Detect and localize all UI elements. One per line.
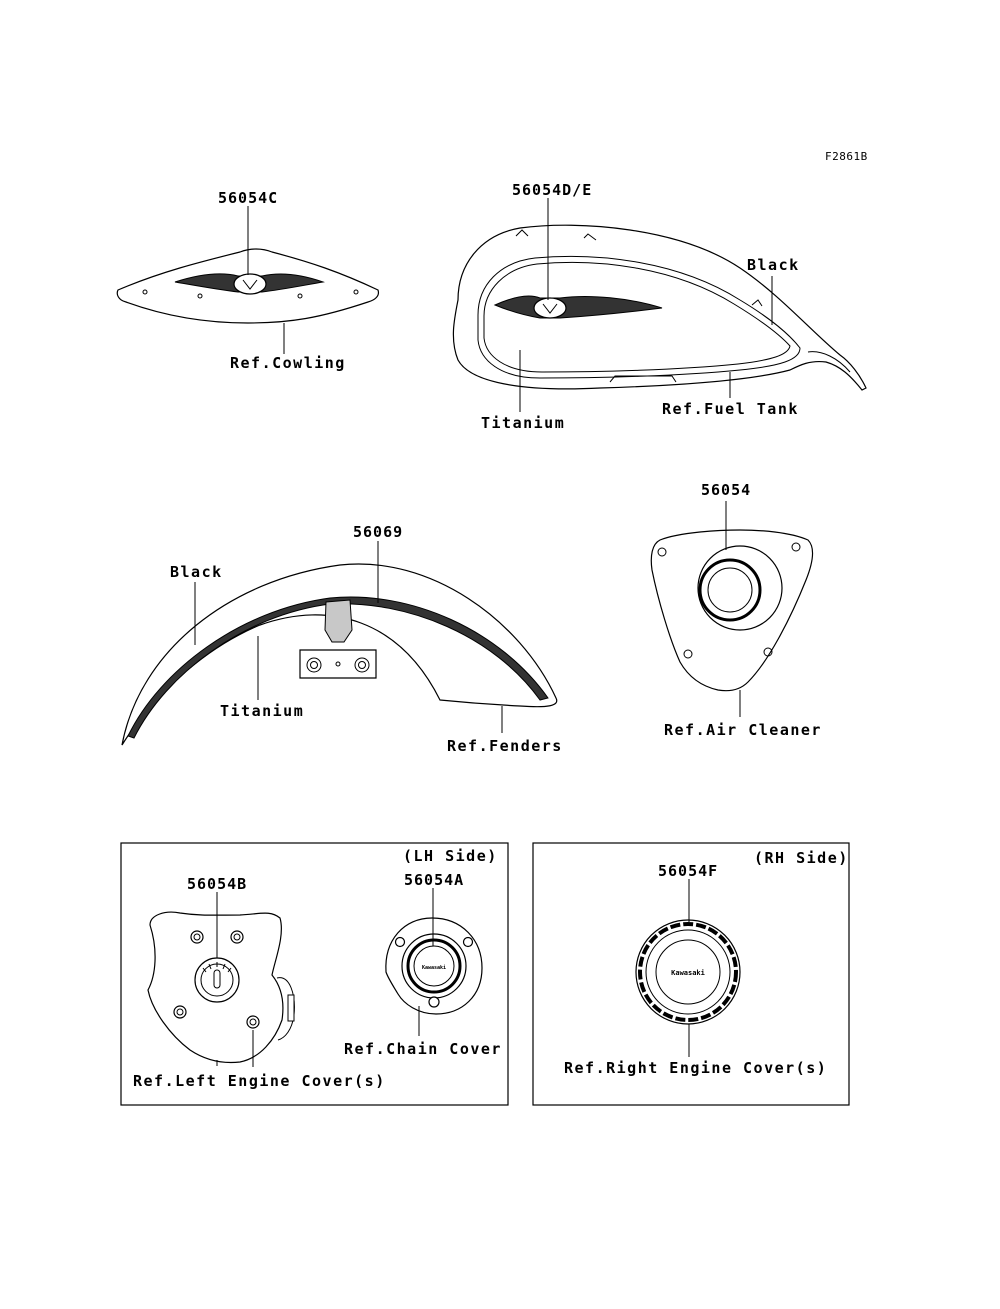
chain-cover-brand-text: Kawasaki	[422, 965, 446, 971]
left-engine-cover-part-number: 56054B	[187, 875, 247, 893]
cowling-part-number: 56054C	[218, 189, 278, 207]
cowling-ref-label: Ref.Cowling	[230, 354, 346, 372]
right-engine-cover-part-number: 56054F	[658, 862, 718, 880]
fuel-tank-v-logo-icon	[542, 303, 558, 314]
figure-code: F2861B	[825, 150, 868, 163]
chain-cover-part-number: 56054A	[404, 871, 464, 889]
fender-bracket	[299, 649, 377, 679]
fuel-tank-emblem-badge	[533, 297, 567, 319]
air-cleaner-group: 56054 Ref.Air Cleaner	[650, 481, 822, 739]
fender-center-insert	[324, 599, 353, 643]
cowling-emblem-badge	[233, 273, 267, 295]
air-cleaner-part-number: 56054	[701, 481, 751, 499]
air-cleaner-ref-label: Ref.Air Cleaner	[664, 721, 822, 739]
cowling-group: 56054C Ref.Cowling	[116, 189, 380, 372]
fender-black-label: Black	[170, 563, 223, 581]
lh-side-label: (LH Side)	[403, 847, 498, 865]
fuel-tank-part-number: 56054D/E	[512, 181, 592, 199]
right-engine-cover-brand-text: Kawasaki	[671, 969, 705, 977]
fender-group: 56069 Black Titanium Ref.Fenders	[121, 523, 563, 755]
fuel-tank-panel-inner	[483, 261, 791, 373]
fender-part-number: 56069	[353, 523, 403, 541]
fuel-tank-ref-label: Ref.Fuel Tank	[662, 400, 799, 418]
fender-shape	[121, 563, 558, 746]
fuel-tank-group: 56054D/E Black Titanium Ref.Fuel Tank	[452, 181, 867, 432]
chain-cover-ref-label: Ref.Chain Cover	[344, 1040, 502, 1058]
fender-ref-label: Ref.Fenders	[447, 737, 563, 755]
cowling-v-logo-icon	[242, 279, 258, 290]
left-engine-cover-ref-label: Ref.Left Engine Cover(s)	[133, 1072, 386, 1090]
rh-side-box: (RH Side) Kawasaki 56054F Ref.Right Engi…	[532, 842, 850, 1106]
rh-side-frame	[532, 842, 850, 1106]
fuel-tank-panel-outer	[477, 255, 801, 379]
lh-side-box: (LH Side) 56054B Ref.Left Engine Cover(s…	[120, 842, 509, 1106]
fuel-tank-titanium-label: Titanium	[481, 414, 565, 432]
fender-stripe	[127, 596, 549, 739]
lh-side-frame	[120, 842, 509, 1106]
right-engine-cover-ref-label: Ref.Right Engine Cover(s)	[564, 1059, 827, 1077]
fender-titanium-label: Titanium	[220, 702, 304, 720]
fuel-tank-black-label: Black	[747, 256, 800, 274]
rh-side-label: (RH Side)	[754, 849, 849, 867]
